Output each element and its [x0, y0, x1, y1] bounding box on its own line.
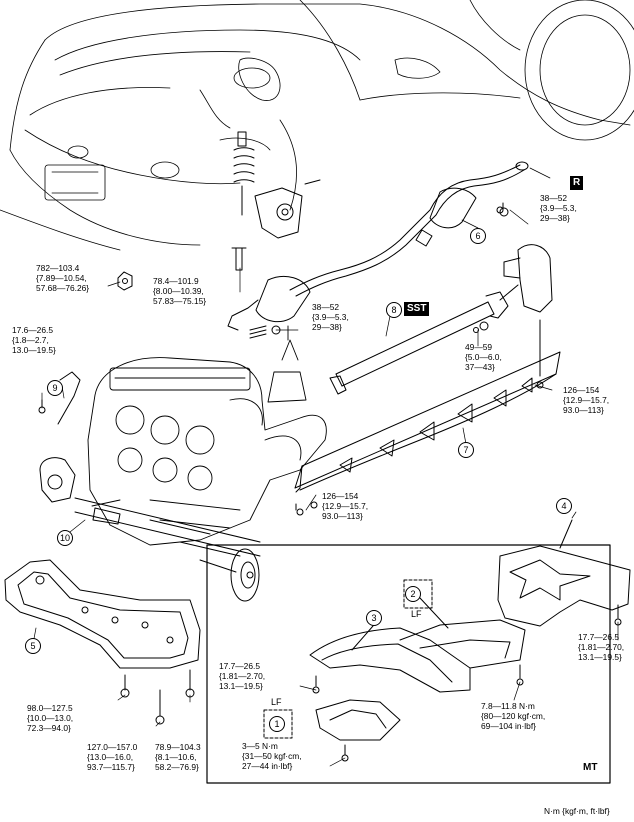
lf-ref-box-bottom [263, 709, 293, 739]
callout-5: 5 [25, 638, 41, 654]
torque-crossmember-a: 98.0—127.5 {10.0—13.0, 72.3—94.0} [27, 703, 74, 733]
exhaust-system [227, 161, 529, 331]
car-body-illustration [0, 0, 634, 251]
leader-lines [32, 167, 619, 767]
torque-inset-left: 17.7—26.5 {1.81—2.70, 13.1—19.5} [219, 661, 266, 691]
torque-prop-shaft: 49—59 {5.0—6.0, 37—43} [465, 342, 502, 372]
torque-ppf-front: 126—154 {12.9—15.7, 93.0—113} [322, 491, 369, 521]
shock-spring-assembly [231, 131, 321, 271]
callout-6: 6 [470, 228, 486, 244]
torque-subframe: 782—103.4 {7.89—10.54, 57.68—76.26} [36, 263, 90, 293]
callout-1: 1 [269, 716, 285, 732]
torque-ppf-rear: 126—154 {12.9—15.7, 93.0—113} [563, 385, 610, 415]
torque-crossmember-c: 78.9—104.3 {8.1—10.6, 58.2—76.9} [155, 742, 201, 772]
under-cover [497, 519, 631, 627]
steering-and-suspension [39, 371, 261, 602]
torque-exhaust-rear: 38—52 {3.9—5.3, 29—38} [540, 193, 577, 223]
lf-label-bottom: LF [271, 697, 282, 707]
torque-under-cover: 17.7—26.5 {1.81—2.70, 13.1—19.5} [578, 632, 625, 662]
power-plant-frame [294, 319, 561, 516]
callout-4: 4 [556, 498, 572, 514]
callout-9: 9 [47, 380, 63, 396]
callout-8: 8 [386, 302, 402, 318]
callout-7: 7 [458, 442, 474, 458]
callout-2: 2 [405, 586, 421, 602]
lf-label-top: LF [411, 609, 422, 619]
callout-3: 3 [366, 610, 382, 626]
torque-shock-mount: 78.4—101.9 {8.00—10.39, 57.83—75.15} [153, 276, 207, 306]
torque-exhaust-front: 38—52 {3.9—5.3, 29—38} [312, 302, 349, 332]
lf-ref-box-top [403, 579, 433, 609]
r-tag: R [570, 176, 584, 190]
units-note: N·m {kgf·m, ft·lbf} [544, 806, 610, 816]
mt-label: MT [583, 762, 598, 773]
mt-inset [206, 544, 611, 784]
sst-tag: SST [404, 302, 430, 316]
torque-crossmember-b: 127.0—157.0 {13.0—16.0, 93.7—115.7} [87, 742, 138, 772]
propeller-shaft [329, 244, 553, 395]
torque-inset-right: 7.8—11.8 N·m {80—120 kgf·cm, 69—104 in·l… [481, 701, 546, 731]
fasteners [38, 206, 504, 414]
front-crossmember [4, 559, 201, 725]
callout-10: 10 [57, 530, 73, 546]
torque-steering-joint: 17.6—26.5 {1.8—2.7, 13.0—19.5} [12, 325, 56, 355]
torque-inset-bottom: 3—5 N·m {31—50 kgf·cm, 27—44 in·lbf} [242, 741, 302, 771]
engine-transmission [87, 325, 327, 546]
